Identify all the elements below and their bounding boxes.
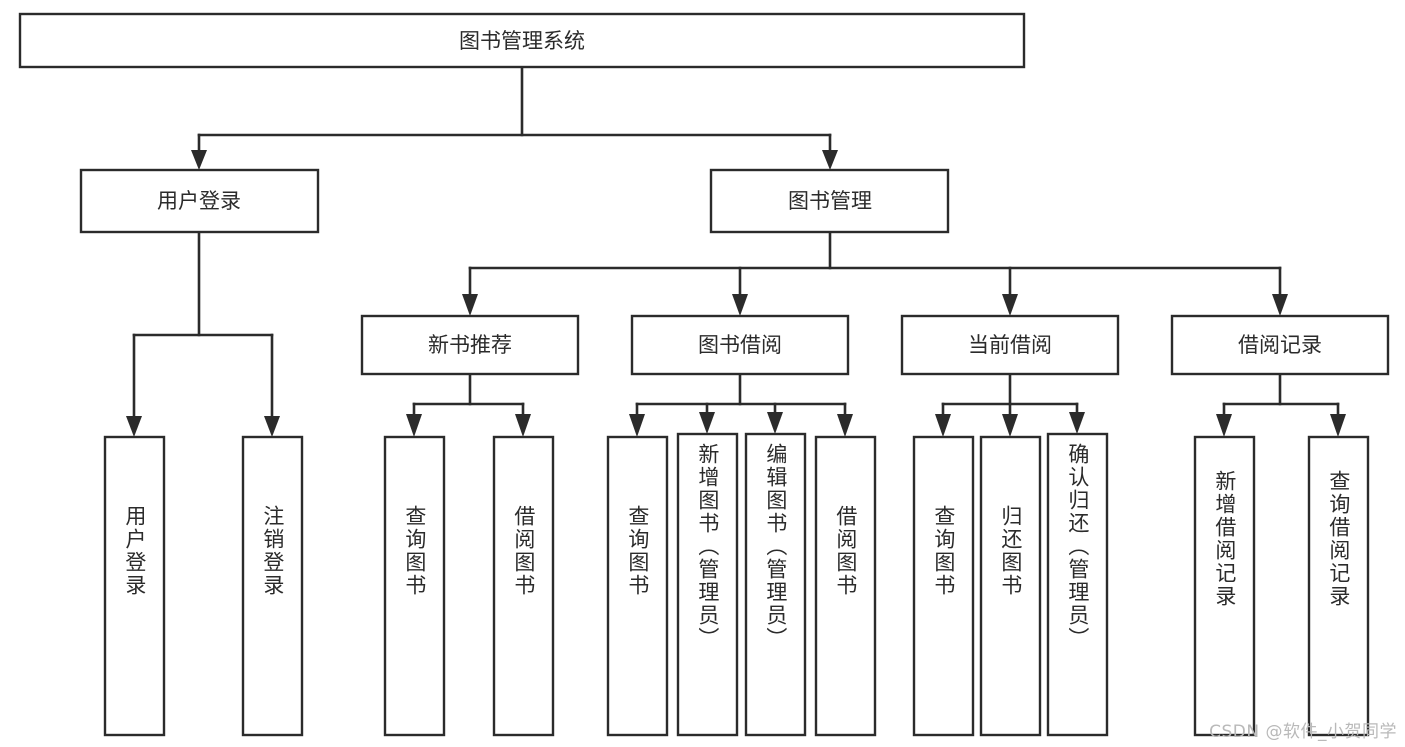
connectors-root bbox=[191, 65, 838, 170]
connectors-current-borrow bbox=[935, 372, 1085, 437]
node-book-manage[interactable] bbox=[709, 168, 950, 234]
arrow-bb-leaf-2 bbox=[699, 412, 715, 434]
node-current-borrow-label: 当前借阅 bbox=[968, 333, 1052, 357]
arrow-book-child-4 bbox=[1272, 294, 1288, 316]
node-leaf-bb-borrow-book[interactable] bbox=[814, 435, 877, 737]
node-new-book-recommend[interactable] bbox=[360, 314, 580, 376]
arrow-cb-leaf-3 bbox=[1069, 412, 1085, 434]
node-leaf-user-login[interactable] bbox=[103, 435, 166, 737]
node-leaf-cb-query-book[interactable] bbox=[912, 435, 975, 737]
node-current-borrow[interactable] bbox=[900, 314, 1120, 376]
node-leaf-bb-add-book[interactable] bbox=[676, 432, 739, 737]
connectors-book-manage bbox=[462, 230, 1288, 316]
node-new-book-recommend-label: 新书推荐 bbox=[428, 333, 512, 357]
connectors-user-login bbox=[126, 230, 280, 437]
arrow-bb-leaf-1 bbox=[629, 414, 645, 437]
arrow-root-to-book bbox=[822, 150, 838, 170]
arrow-bb-leaf-4 bbox=[837, 414, 853, 437]
node-user-login[interactable] bbox=[79, 168, 320, 234]
node-leaf-bb-query-book[interactable] bbox=[606, 435, 669, 737]
node-borrow-record[interactable] bbox=[1170, 314, 1390, 376]
arrow-cb-leaf-2 bbox=[1002, 414, 1018, 437]
connectors-borrow-record bbox=[1216, 372, 1346, 437]
arrow-book-child-2 bbox=[732, 294, 748, 316]
arrow-book-child-3 bbox=[1002, 294, 1018, 316]
node-leaf-nbr-borrow-book[interactable] bbox=[492, 435, 555, 737]
arrow-br-leaf-1 bbox=[1216, 414, 1232, 437]
node-borrow-record-label: 借阅记录 bbox=[1238, 333, 1322, 357]
node-leaf-br-query-record[interactable] bbox=[1307, 435, 1370, 737]
node-user-login-label: 用户登录 bbox=[157, 189, 241, 213]
arrow-bb-leaf-3 bbox=[767, 412, 783, 434]
node-leaf-nbr-query-book[interactable] bbox=[383, 435, 446, 737]
node-leaf-cb-return-book[interactable] bbox=[979, 435, 1042, 737]
arrow-nbr-leaf-1 bbox=[406, 414, 422, 437]
arrow-root-to-user bbox=[191, 150, 207, 170]
connectors-book-borrow bbox=[629, 372, 853, 437]
node-leaf-user-logout[interactable] bbox=[241, 435, 304, 737]
arrow-user-leaf-2 bbox=[264, 416, 280, 437]
arrow-cb-leaf-1 bbox=[935, 414, 951, 437]
node-root-label: 图书管理系统 bbox=[459, 29, 585, 53]
node-leaf-br-add-record[interactable] bbox=[1193, 435, 1256, 737]
arrow-nbr-leaf-2 bbox=[515, 414, 531, 437]
node-leaf-cb-confirm-return[interactable] bbox=[1046, 432, 1109, 737]
node-leaf-bb-edit-book[interactable] bbox=[744, 432, 807, 737]
node-root[interactable] bbox=[18, 12, 1026, 69]
node-book-manage-label: 图书管理 bbox=[788, 189, 872, 213]
arrow-user-leaf-1 bbox=[126, 416, 142, 437]
csdn-watermark: CSDN @软件_小贺同学 bbox=[1209, 722, 1397, 742]
arrow-br-leaf-2 bbox=[1330, 414, 1346, 437]
node-book-borrow[interactable] bbox=[630, 314, 850, 376]
node-book-borrow-label: 图书借阅 bbox=[698, 333, 782, 357]
connectors-new-book-recommend bbox=[406, 372, 531, 437]
arrow-book-child-1 bbox=[462, 294, 478, 316]
